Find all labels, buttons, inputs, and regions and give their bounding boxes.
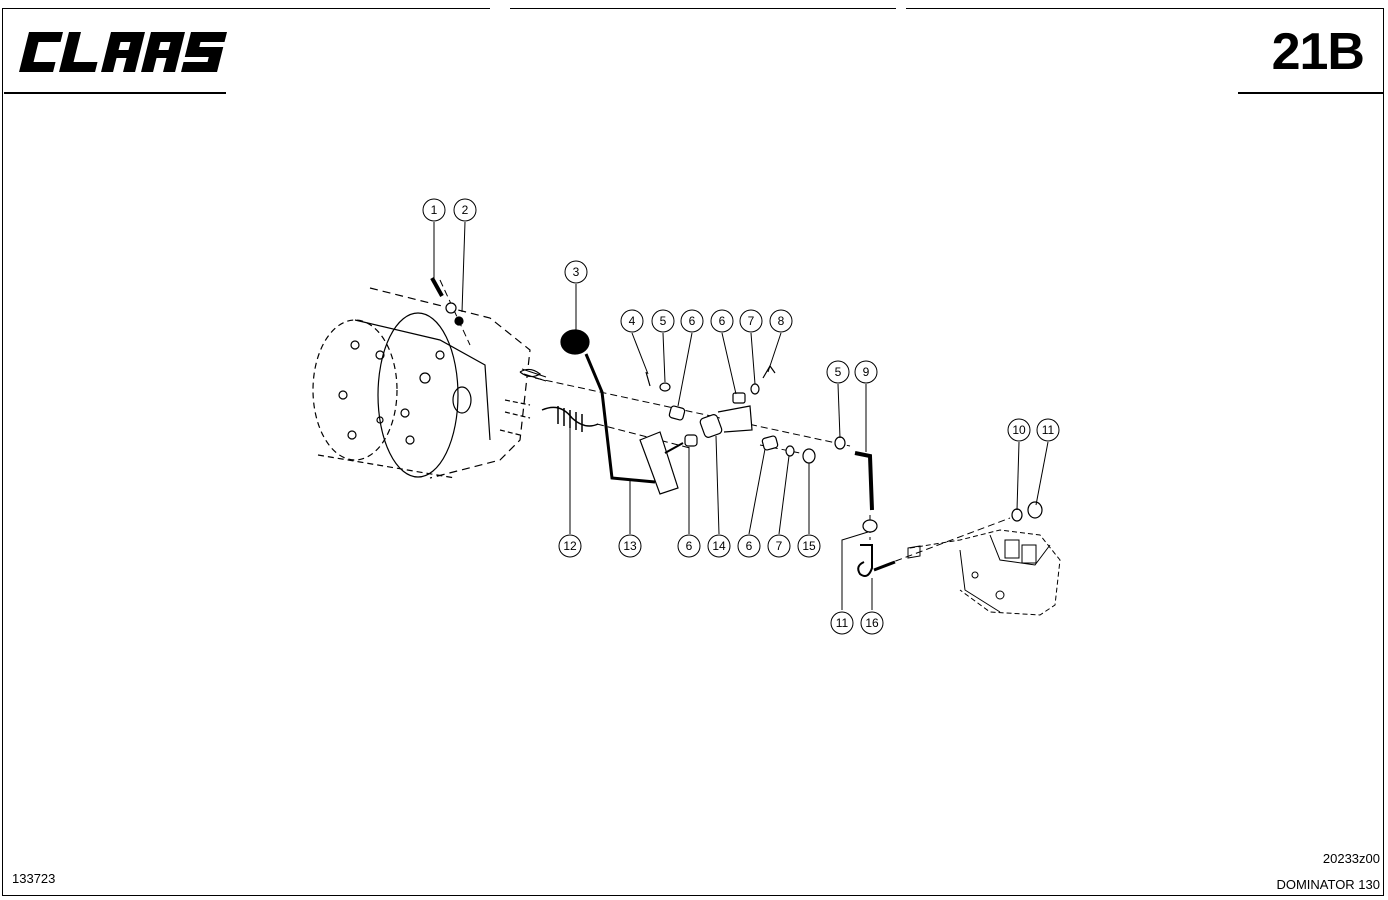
- callout-5: 5: [651, 309, 675, 333]
- gearbox-housing: [312, 287, 531, 479]
- page-number: 21B: [1271, 23, 1365, 81]
- callout-1: 1: [422, 198, 446, 222]
- callout-label: 4: [629, 314, 636, 328]
- callout-3: 3: [564, 260, 588, 284]
- callout-label: 2: [462, 203, 469, 217]
- leader-lines: [433, 221, 1049, 610]
- callout-label: 15: [802, 539, 816, 553]
- callout-label: 14: [712, 539, 726, 553]
- callout-label: 6: [689, 314, 696, 328]
- callout-label: 3: [573, 265, 580, 279]
- callout-11: 11: [1036, 418, 1060, 442]
- callout-label: 6: [719, 314, 726, 328]
- callout-label: 12: [563, 539, 577, 553]
- header-rule-left: [4, 92, 226, 94]
- model-name: DOMINATOR 130: [1276, 877, 1380, 892]
- callout-label: 8: [778, 314, 785, 328]
- nut: [454, 316, 464, 326]
- frame-gap: [490, 5, 510, 11]
- callout-label: 7: [748, 314, 755, 328]
- callout-group: 1 2 3 4 5 6 6 7 8 5 9 10 11 12 13 6 14 6…: [422, 198, 1060, 635]
- callout-label: 5: [835, 365, 842, 379]
- callout-label: 11: [836, 616, 849, 630]
- washer: [445, 302, 457, 314]
- header-rule-right: [1238, 92, 1384, 94]
- claas-logo: [19, 32, 228, 72]
- callout-label: 11: [1042, 423, 1055, 437]
- callout-15: 15: [797, 534, 821, 558]
- callout-2: 2: [453, 198, 477, 222]
- drawing-code: 20233z00: [1322, 851, 1380, 866]
- page-frame: [2, 8, 1384, 896]
- callout-10: 10: [1007, 418, 1031, 442]
- callout-label: 16: [865, 616, 879, 630]
- control-valve: [907, 529, 1061, 616]
- callout-6: 6: [737, 534, 761, 558]
- callout-7: 7: [739, 309, 763, 333]
- lever-plate: [639, 431, 679, 495]
- spring: [541, 406, 599, 427]
- callout-label: 1: [431, 203, 438, 217]
- callout-6: 6: [677, 534, 701, 558]
- callout-label: 9: [863, 365, 870, 379]
- callout-9: 9: [854, 360, 878, 384]
- callout-label: 6: [746, 539, 753, 553]
- callout-6: 6: [710, 309, 734, 333]
- frame-gap: [896, 5, 906, 11]
- callout-14: 14: [707, 534, 731, 558]
- callout-label: 6: [686, 539, 693, 553]
- callout-11: 11: [830, 611, 854, 635]
- callout-16: 16: [860, 611, 884, 635]
- knob: [560, 329, 590, 355]
- parts: [430, 277, 1043, 577]
- callout-6: 6: [680, 309, 704, 333]
- callout-8: 8: [769, 309, 793, 333]
- callout-12: 12: [558, 534, 582, 558]
- callout-label: 5: [660, 314, 667, 328]
- callout-5: 5: [826, 360, 850, 384]
- lever-rod: [584, 353, 656, 484]
- callout-label: 10: [1012, 423, 1026, 437]
- callout-label: 7: [776, 539, 783, 553]
- callout-13: 13: [618, 534, 642, 558]
- callout-4: 4: [620, 309, 644, 333]
- callout-label: 13: [623, 539, 637, 553]
- document-number: 133723: [12, 871, 56, 886]
- callout-7: 7: [767, 534, 791, 558]
